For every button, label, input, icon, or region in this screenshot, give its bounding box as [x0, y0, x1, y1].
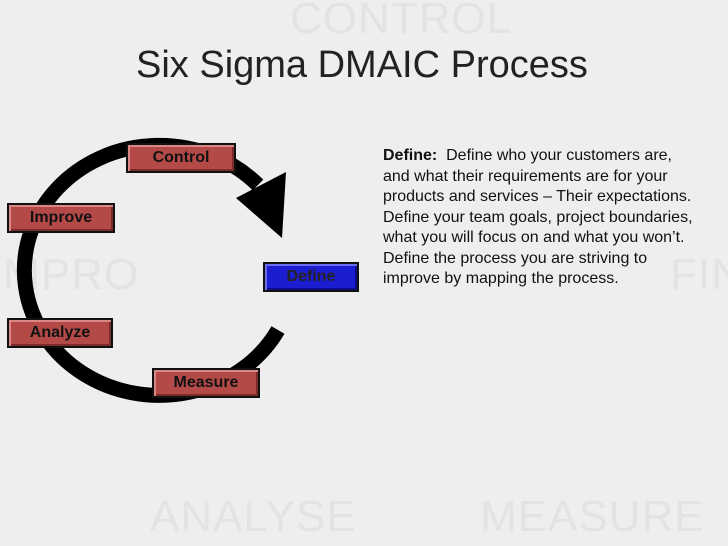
step-define-label: Define — [286, 268, 336, 285]
slide-title: Six Sigma DMAIC Process — [136, 44, 588, 86]
watermark-control: CONTROL — [290, 0, 513, 43]
step-analyze-label: Analyze — [29, 324, 91, 341]
step-measure-box: Measure — [152, 368, 260, 398]
define-description: Define: Define who your customers are, a… — [383, 146, 703, 290]
cycle-ring-path — [16, 137, 285, 403]
watermark-analyse: ANALYSE — [150, 492, 357, 541]
watermark-measure: MEASURE — [480, 492, 705, 541]
step-improve-label: Improve — [29, 209, 93, 226]
step-measure-label: Measure — [173, 374, 239, 391]
cycle-arrowhead-icon — [236, 172, 286, 238]
step-control-label: Control — [152, 149, 210, 166]
step-analyze-box: Analyze — [7, 318, 113, 348]
description-text: Define who your customers are, and what … — [383, 147, 693, 287]
step-control-box: Control — [126, 143, 236, 173]
watermark-define: FIN — [670, 250, 728, 299]
description-term: Define: — [383, 147, 438, 164]
step-define-box: Define — [263, 262, 359, 292]
step-improve-box: Improve — [7, 203, 115, 233]
